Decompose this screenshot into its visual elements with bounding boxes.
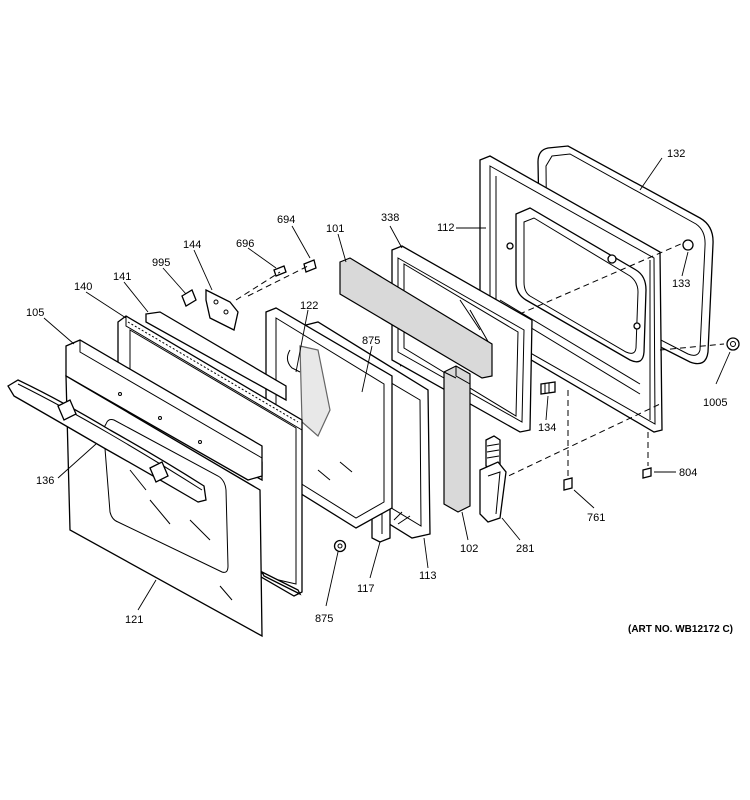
part-875-screw-bottom [333, 539, 347, 553]
part-761-screw [563, 477, 573, 491]
label-136: 136 [36, 475, 54, 487]
art-number: (ART NO. WB12172 C) [628, 624, 733, 635]
label-995: 995 [152, 257, 170, 269]
label-122: 122 [300, 300, 318, 312]
label-804: 804 [679, 467, 697, 479]
label-761: 761 [587, 512, 605, 524]
label-105: 105 [26, 307, 44, 319]
label-102: 102 [460, 543, 478, 555]
part-labels: 132 112 338 101 694 696 144 995 141 140 … [26, 148, 727, 626]
label-694: 694 [277, 214, 295, 226]
part-133-screw [682, 239, 694, 251]
part-696-screw [273, 265, 287, 277]
label-132: 132 [667, 148, 685, 160]
part-134-spacer [540, 381, 556, 395]
label-113: 113 [419, 570, 437, 582]
label-140: 140 [74, 281, 92, 293]
label-875-top: 875 [362, 335, 380, 347]
part-140-outer-frame [145, 311, 287, 402]
part-1005-screw [726, 337, 740, 351]
label-1005: 1005 [703, 397, 727, 409]
label-141: 141 [113, 271, 131, 283]
label-117: 117 [357, 583, 375, 595]
guide-line [659, 343, 725, 351]
label-338: 338 [381, 212, 399, 224]
label-875-bottom: 875 [315, 613, 333, 625]
part-144-bracket [205, 288, 239, 331]
label-134: 134 [538, 422, 556, 434]
label-121: 121 [125, 614, 143, 626]
label-101: 101 [326, 223, 344, 235]
label-696: 696 [236, 238, 254, 250]
guide-line [235, 271, 281, 301]
guide-line [247, 265, 309, 297]
part-102-insulation-block [443, 365, 471, 513]
part-112-inner-door-panel [479, 155, 663, 433]
label-281: 281 [516, 543, 534, 555]
leader-lines [43, 157, 731, 611]
part-281-hinge [479, 435, 507, 523]
label-112: 112 [437, 222, 455, 234]
part-101-insulation [339, 257, 493, 379]
part-804-screw [642, 467, 652, 479]
part-694-screw [303, 259, 317, 273]
part-136-handle [7, 379, 207, 503]
label-144: 144 [183, 239, 201, 251]
label-133: 133 [672, 278, 690, 290]
